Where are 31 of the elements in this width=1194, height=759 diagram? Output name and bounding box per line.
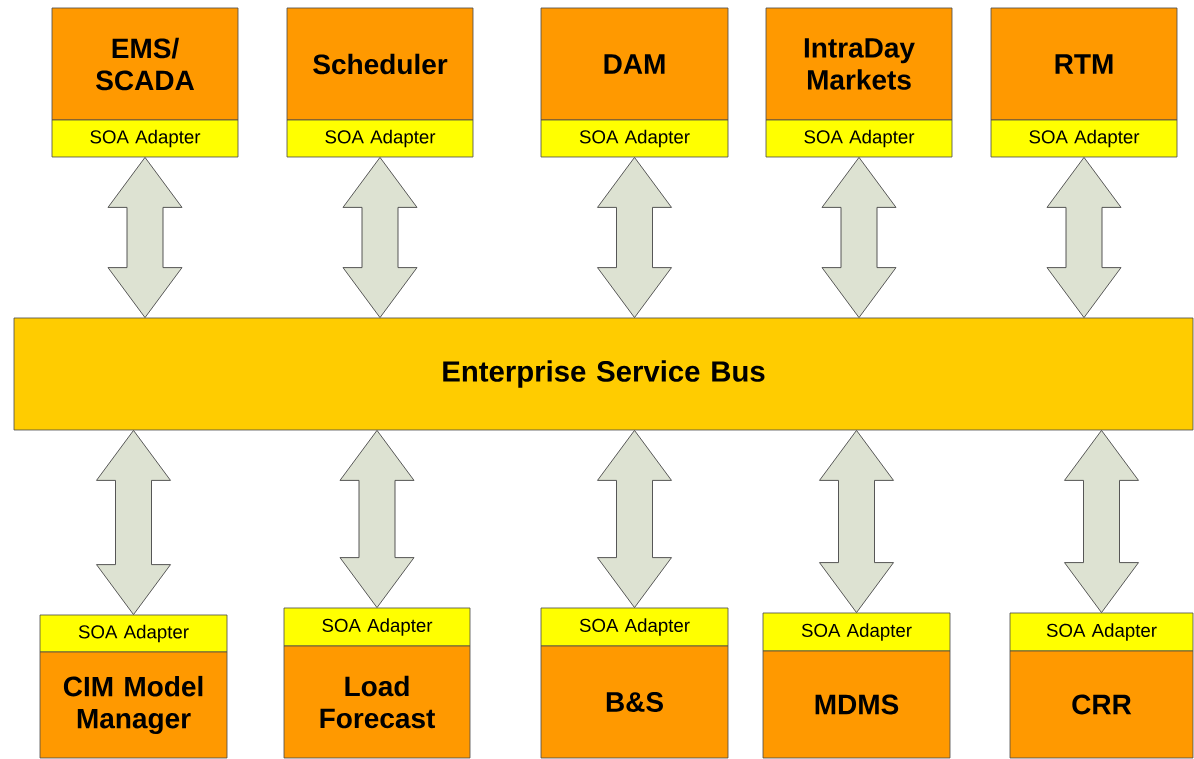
system-box: CIM Model Manager — [39, 651, 228, 759]
system-box: Load Forecast — [283, 645, 471, 759]
system-box: B&S — [540, 645, 729, 759]
adapter-box: SOA Adapter — [1009, 612, 1194, 652]
adapter-box: SOA Adapter — [286, 119, 474, 158]
double-arrow — [819, 429, 894, 614]
system-box: RTM — [990, 7, 1178, 121]
adapter-box: SOA Adapter — [283, 607, 471, 647]
system-box: CRR — [1009, 650, 1194, 759]
double-arrow — [1064, 429, 1139, 614]
system-box: DAM — [540, 7, 729, 121]
adapter-box: SOA Adapter — [990, 119, 1178, 158]
double-arrow — [107, 156, 183, 319]
double-arrow — [821, 156, 897, 319]
adapter-box: SOA Adapter — [540, 607, 729, 647]
double-arrow — [342, 156, 418, 319]
double-arrow — [597, 156, 672, 319]
double-arrow — [96, 429, 171, 616]
system-box: IntraDay Markets — [765, 7, 953, 121]
adapter-box: SOA Adapter — [540, 119, 729, 158]
double-arrow — [597, 429, 672, 609]
adapter-box: SOA Adapter — [765, 119, 953, 158]
system-box: Scheduler — [286, 7, 474, 121]
double-arrow — [1046, 156, 1122, 319]
service-bus-band: Enterprise Service Bus — [13, 317, 1194, 431]
adapter-box: SOA Adapter — [39, 614, 228, 653]
system-box: MDMS — [762, 650, 951, 759]
system-box: EMS/ SCADA — [51, 7, 239, 121]
adapter-box: SOA Adapter — [51, 119, 239, 158]
adapter-box: SOA Adapter — [762, 612, 951, 652]
double-arrow — [339, 429, 415, 609]
